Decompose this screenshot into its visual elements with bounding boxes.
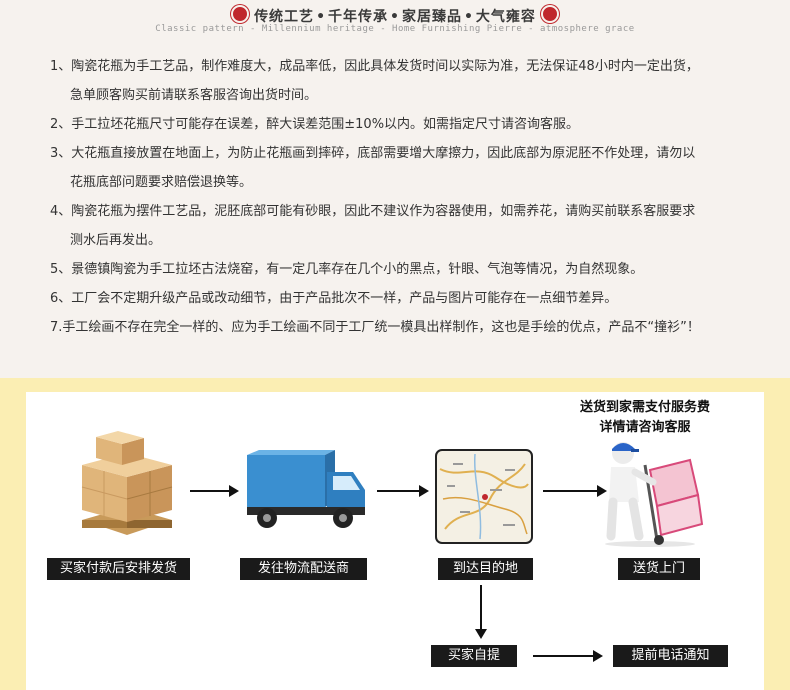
- red-dot-icon: [540, 5, 559, 23]
- arrow-right-icon: [190, 485, 239, 497]
- step-buyer-pays: 买家付款后安排发货: [47, 558, 190, 580]
- step-home-delivery: 送货上门: [618, 558, 700, 580]
- slogan-subtitle: Classic pattern - Millennium heritage - …: [155, 24, 635, 34]
- notice-item: 7.手工绘画不存在完全一样的、应为手工绘画不同于工厂统一模具出样制作，这也是手绘…: [50, 320, 700, 335]
- route-map-icon: [435, 449, 533, 544]
- step-ship-to-carrier: 发往物流配送商: [240, 558, 367, 580]
- arrow-right-icon: [543, 485, 607, 497]
- slogan-part-1: 传统工艺: [254, 9, 315, 25]
- notice-list: 1、陶瓷花瓶为手工艺品，制作难度大，成品率低，因此具体发货时间以实际为准，无法保…: [50, 52, 750, 342]
- slogan-part-4: 大气雍容: [475, 9, 536, 25]
- notice-item: 2、手工拉坯花瓶尺寸可能存在误差，醉大误差范围±10%以内。如需指定尺寸请咨询客…: [50, 117, 580, 132]
- arrow-right-icon: [533, 650, 603, 662]
- notice-item: 3、大花瓶直接放置在地面上，为防止花瓶画到摔碎，底部需要增大摩擦力，因此底部为原…: [50, 146, 696, 190]
- shipping-flow-panel: [26, 392, 764, 690]
- delivery-fee-note: 送货到家需支付服务费 详情请咨询客服: [579, 400, 710, 435]
- step-phone-notice: 提前电话通知: [613, 645, 728, 667]
- notice-item: 6、工厂会不定期升级产品或改动细节，由于产品批次不一样，产品与图片可能存在一点细…: [50, 291, 618, 306]
- cardboard-boxes-icon: [81, 431, 173, 535]
- slogan-part-2: 千年传承: [328, 9, 389, 25]
- slogan-part-3: 家居臻品: [401, 9, 462, 25]
- slogan-title: 传统工艺•千年传承•家居臻品•大气雍容: [0, 5, 790, 26]
- step-buyer-pickup: 买家自提: [431, 645, 517, 667]
- notice-item: 5、景德镇陶瓷为手工拉坯古法烧窑，有一定几率存在几个小的黑点，针眼、气泡等情况，…: [50, 262, 644, 277]
- delivery-person-icon: [605, 442, 704, 547]
- notice-item: 4、陶瓷花瓶为摆件工艺品，泥胚底部可能有砂眼，因此不建议作为容器使用，如需养花，…: [50, 204, 696, 248]
- notice-item: 1、陶瓷花瓶为手工艺品，制作难度大，成品率低，因此具体发货时间以实际为准，无法保…: [50, 59, 699, 103]
- arrow-right-icon: [377, 485, 429, 497]
- step-arrive-destination: 到达目的地: [438, 558, 533, 580]
- delivery-truck-icon: [247, 450, 365, 528]
- arrow-down-icon: [475, 585, 487, 639]
- page-header: 传统工艺•千年传承•家居臻品•大气雍容 Classic pattern - Mi…: [0, 0, 790, 40]
- red-dot-icon: [231, 5, 250, 23]
